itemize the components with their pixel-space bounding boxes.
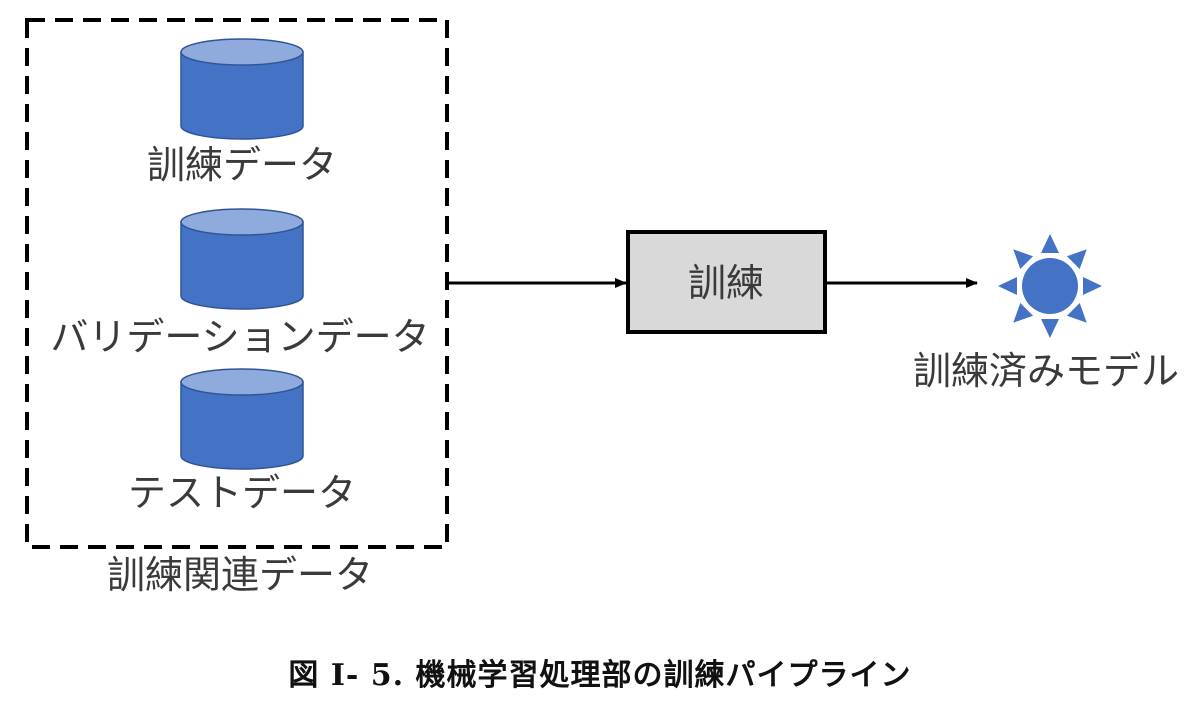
training-data-group-box <box>25 18 449 549</box>
training-process-box <box>626 230 827 334</box>
sun-ray <box>1013 249 1034 270</box>
trained-model-label: 訓練済みモデル <box>913 349 1179 393</box>
training-process-label: 訓練 <box>688 261 764 305</box>
sun-ray <box>1041 319 1059 338</box>
sun-core <box>1022 258 1078 314</box>
sun-ray <box>1013 302 1034 323</box>
test-data-cylinder-icon <box>180 368 304 470</box>
training-related-data-label: 訓練関連データ <box>107 553 373 597</box>
sun-ray <box>1066 302 1087 323</box>
sun-ray <box>998 277 1017 295</box>
sun-ray <box>1066 249 1087 270</box>
sun-ray <box>1041 234 1059 253</box>
training-data-label: 訓練データ <box>147 143 337 187</box>
figure-caption: 図 I- 5. 機械学習処理部の訓練パイプライン <box>288 658 912 693</box>
validation-data-cylinder-icon <box>180 208 304 310</box>
validation-data-label: バリデーションデータ <box>50 315 429 359</box>
training-data-cylinder-icon <box>180 38 304 140</box>
test-data-label: テストデータ <box>128 471 356 515</box>
sun-icon <box>998 234 1102 338</box>
sun-ray <box>1083 277 1102 295</box>
